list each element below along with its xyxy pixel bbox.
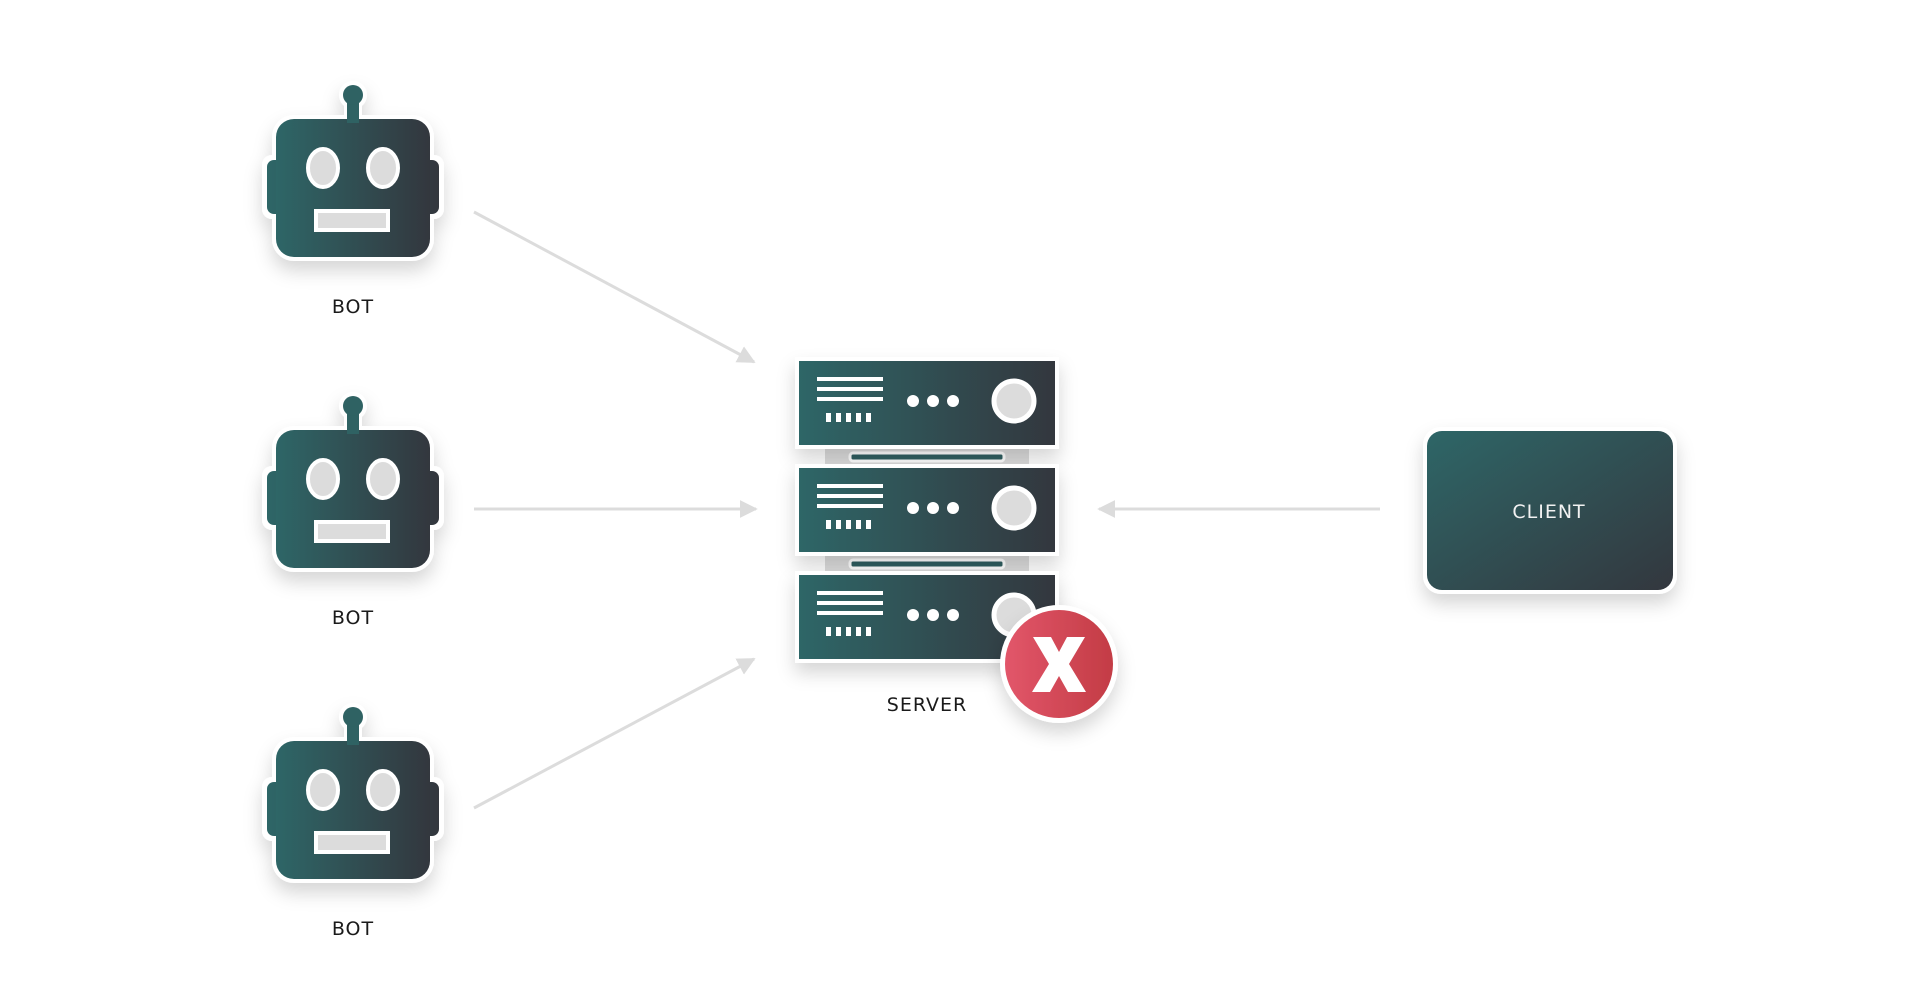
- x-icon: [1032, 637, 1086, 692]
- server-unit-icon: [795, 357, 1059, 449]
- robot-icon: [262, 703, 444, 883]
- bot-node-2: [262, 392, 444, 572]
- arrow-bot-3-to-server: [473, 657, 756, 810]
- server-node: [795, 357, 1059, 663]
- bot-node-1: [262, 81, 444, 261]
- server-label: SERVER: [887, 694, 967, 716]
- server-unit-icon: [795, 464, 1059, 556]
- client-label: CLIENT: [1512, 501, 1585, 523]
- bot-label-3: BOT: [332, 918, 374, 940]
- bot-label-1: BOT: [332, 296, 374, 318]
- bot-node-3: [262, 703, 444, 883]
- bot-label-2: BOT: [332, 607, 374, 629]
- arrow-bot-1-to-server: [473, 210, 756, 364]
- robot-icon: [262, 81, 444, 261]
- client-box: [1427, 431, 1673, 590]
- robot-icon: [262, 392, 444, 572]
